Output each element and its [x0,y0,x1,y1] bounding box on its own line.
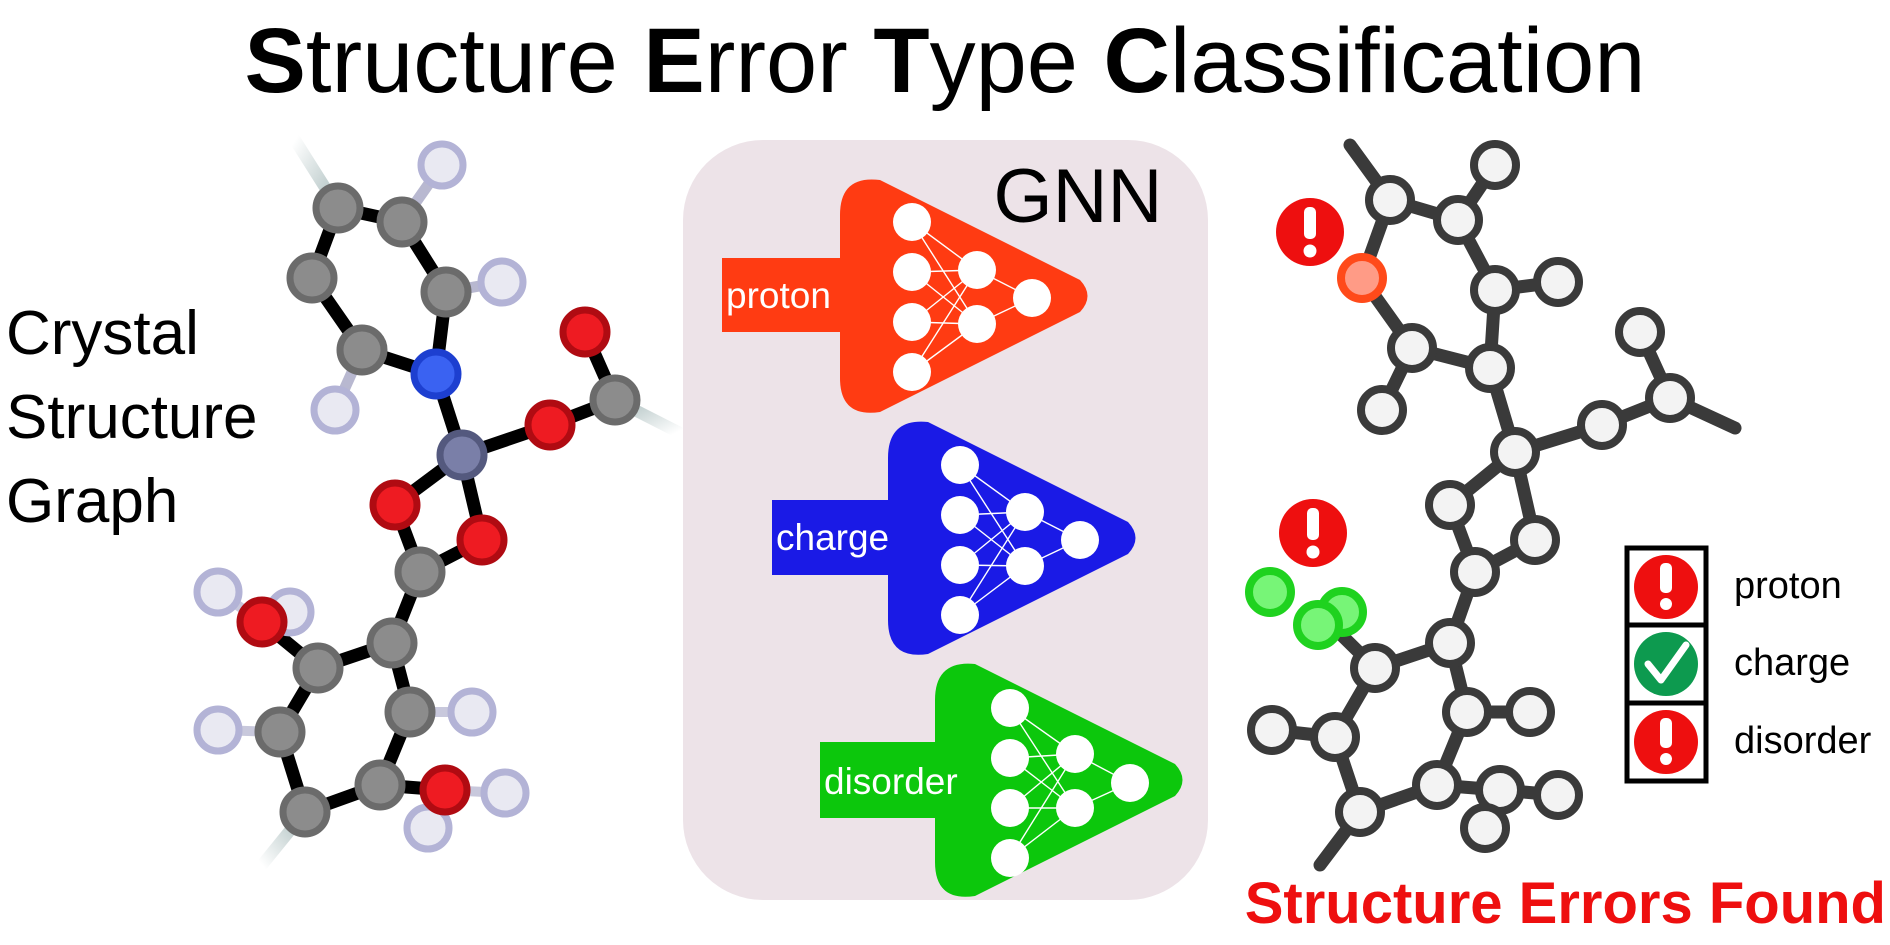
legend-proton-label: proton [1734,565,1842,607]
disorder-classifier [820,663,1183,897]
result-label: Structure Errors Found [1244,871,1886,936]
charge-classifier [772,421,1136,655]
exclamation-icon [1634,710,1698,774]
disorder-label: disorder [824,761,958,802]
title-word: Error [643,10,874,112]
exclamation-icon [1634,555,1698,619]
flagged-disorder-atoms [1245,567,1367,650]
flagged-proton-atom [1337,253,1387,303]
page-title: Structure Error Type Classification [0,6,1890,116]
input-label-line: Graph [6,467,179,536]
exclamation-icon [1279,499,1347,567]
gnn-panel: GNN proton charge disorder [683,140,1208,900]
error-legend: proton charge disorder [1624,545,1872,784]
exclamation-icon [1276,198,1344,266]
title-word: Classification [1103,10,1646,112]
gnn-label: GNN [994,154,1163,239]
checkmark-icon [1634,632,1698,696]
input-label-line: Structure [6,383,258,452]
input-label-line: Crystal [6,299,199,368]
input-crystal-graph [193,134,684,871]
title-word: Type [873,10,1104,112]
legend-disorder-label: disorder [1734,720,1872,762]
proton-classifier [722,179,1088,413]
title-word: Structure [244,10,644,112]
input-label: Crystal Structure Graph [6,292,258,544]
legend-charge-label: charge [1734,642,1850,684]
charge-label: charge [776,517,889,558]
output-crystal-graph [1245,138,1742,872]
proton-label: proton [726,275,831,316]
